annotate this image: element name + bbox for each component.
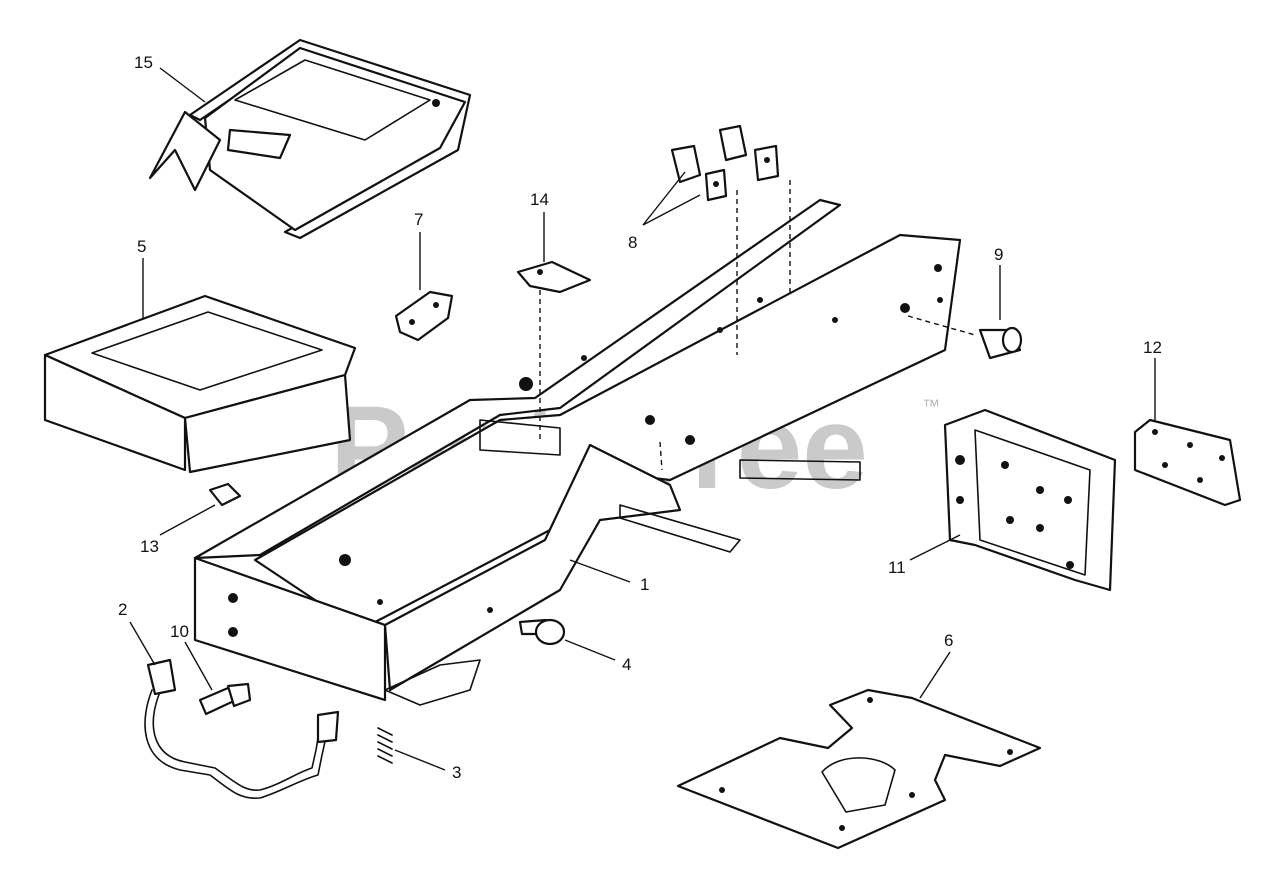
callout-2: 2 — [118, 600, 127, 619]
callout-3: 3 — [452, 763, 461, 782]
callout-7: 7 — [414, 210, 423, 229]
callout-6: 6 — [944, 631, 953, 650]
callout-4: 4 — [622, 655, 631, 674]
callout-12: 12 — [1143, 338, 1162, 357]
part-15-hood[interactable] — [148, 38, 472, 240]
part-8-clamps[interactable] — [670, 124, 780, 202]
part-12-plate[interactable] — [1133, 418, 1242, 507]
callout-5: 5 — [137, 237, 146, 256]
part-9-bushing[interactable] — [978, 326, 1023, 360]
part-6-plate[interactable] — [676, 688, 1042, 850]
callout-8: 8 — [628, 233, 637, 252]
part-3-spring[interactable] — [377, 727, 393, 764]
part-2-bail[interactable] — [144, 658, 340, 800]
part-11-plate[interactable] — [943, 408, 1117, 592]
callout-1: 1 — [640, 575, 649, 594]
part-7-bracket[interactable] — [394, 290, 454, 342]
alignment-lines — [539, 180, 976, 471]
part-14-bracket[interactable] — [516, 260, 592, 294]
part-1-frame[interactable] — [193, 198, 962, 706]
part-4-pin[interactable] — [518, 618, 566, 646]
callout-labels: 15 5 7 14 8 9 12 11 13 1 4 2 10 3 6 — [118, 53, 1162, 782]
callout-11: 11 — [888, 558, 906, 577]
watermark-trademark: ™ — [922, 396, 940, 416]
part-13-clip[interactable] — [208, 482, 242, 507]
part-5-pan[interactable] — [43, 294, 357, 474]
callout-14: 14 — [530, 190, 549, 209]
callout-10: 10 — [170, 622, 189, 641]
part-10-bolt[interactable] — [198, 682, 252, 716]
callout-9: 9 — [994, 245, 1003, 264]
callout-15: 15 — [134, 53, 153, 72]
callout-13: 13 — [140, 537, 159, 556]
leader-lines — [129, 67, 1156, 771]
